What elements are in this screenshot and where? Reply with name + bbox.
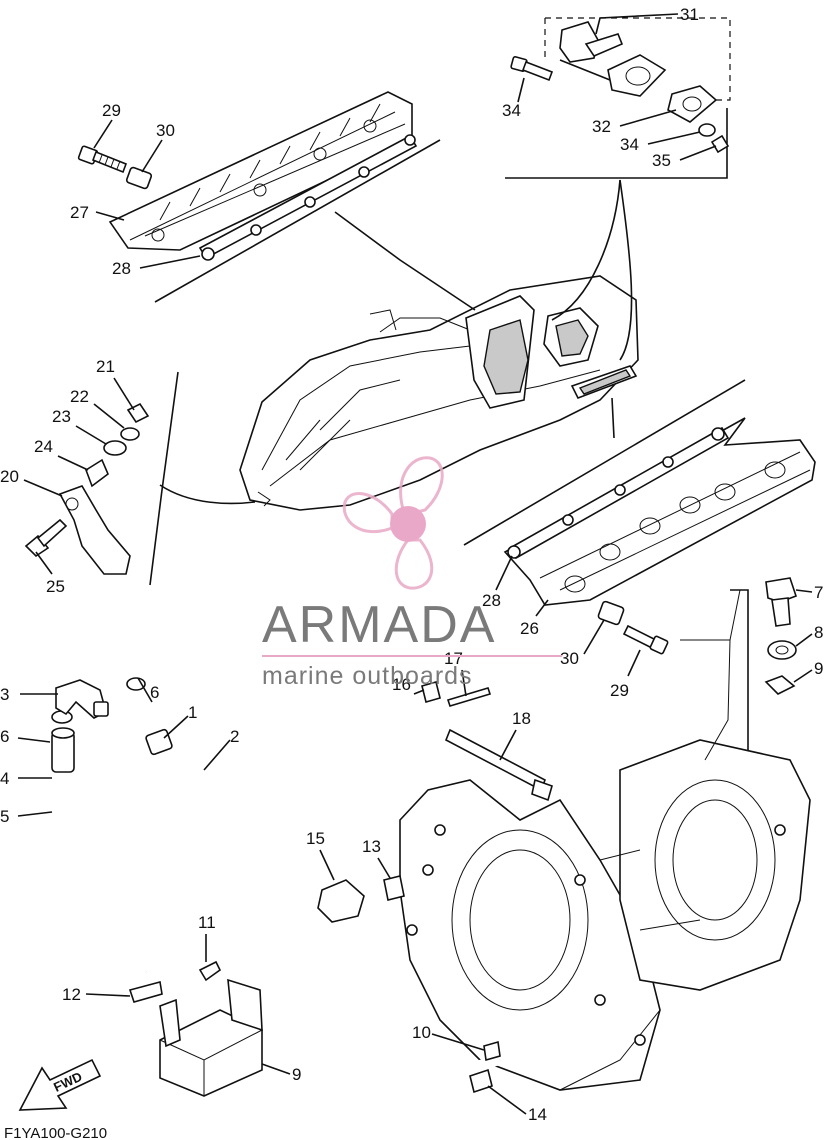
callout-19: 18 [512,709,531,728]
callout-9: 9 [814,659,823,678]
callout-25: 25 [46,577,65,596]
collar-30-right [597,600,625,626]
callouts: 31 34 32 34 35 29 30 27 28 21 22 23 24 2… [0,5,823,1124]
callout-16: 15 [306,829,325,848]
callout-28-top: 28 [112,259,131,278]
callout-10: 9 [292,1065,301,1084]
callout-30-right: 30 [560,649,579,668]
callout-1: 1 [188,703,197,722]
callout-6-left: 6 [0,727,9,746]
watermark-brand: ARMADA [262,596,496,654]
deck-cover-26 [463,379,816,606]
callout-15: 14 [528,1105,547,1124]
callout-18: 17 [444,649,463,668]
callout-3: 3 [0,685,9,704]
small-parts-center [317,681,553,923]
watercraft-outline [239,275,639,511]
elbow-fitting-3 [55,679,109,719]
callout-14: 13 [362,837,381,856]
bolt-29-top [77,145,128,174]
callout-2: 2 [230,727,239,746]
callout-11: 10 [412,1023,431,1042]
callout-8: 8 [814,623,823,642]
callout-5: 5 [0,807,9,826]
callout-7: 7 [814,583,823,602]
leader-lines [159,179,633,505]
callout-29-right: 29 [610,681,629,700]
collar-30-top [125,166,153,190]
drain-plug-group [730,577,798,760]
callout-26: 26 [520,619,539,638]
callout-17: 16 [392,675,411,694]
callout-33: 34 [502,101,521,120]
bracket-20-group [24,371,179,586]
callout-35: 35 [652,151,671,170]
callout-30-top: 30 [156,121,175,140]
bolt-29-right [622,624,669,655]
watermark-tagline: marine outboards [262,662,473,690]
callout-20: 20 [0,467,19,486]
jet-pump-housing [399,589,811,1091]
callout-23: 23 [52,407,71,426]
callout-13: 12 [62,985,81,1004]
callout-24: 24 [34,437,53,456]
callout-21: 21 [96,357,115,376]
callout-12: 11 [198,913,216,932]
deck-cover-27 [108,91,418,261]
diagram-code: F1YA100-G210 [4,1125,107,1140]
callout-28-right: 28 [482,591,501,610]
callout-6-right: 6 [150,683,159,702]
callout-22: 22 [70,387,89,406]
callout-32: 32 [592,117,611,136]
propeller-logo-icon [342,456,444,590]
filler-assembly-box [505,17,731,179]
callout-27: 27 [70,203,89,222]
callout-34: 34 [620,135,639,154]
callout-4: 4 [0,769,9,788]
fwd-arrow-icon: FWD [18,1058,102,1111]
bolt-33 [510,56,554,82]
armada-watermark: ARMADA marine outboards [262,456,562,690]
callout-31: 31 [680,5,699,24]
callout-29-top: 29 [102,101,121,120]
ecu-box-10 [128,960,501,1097]
